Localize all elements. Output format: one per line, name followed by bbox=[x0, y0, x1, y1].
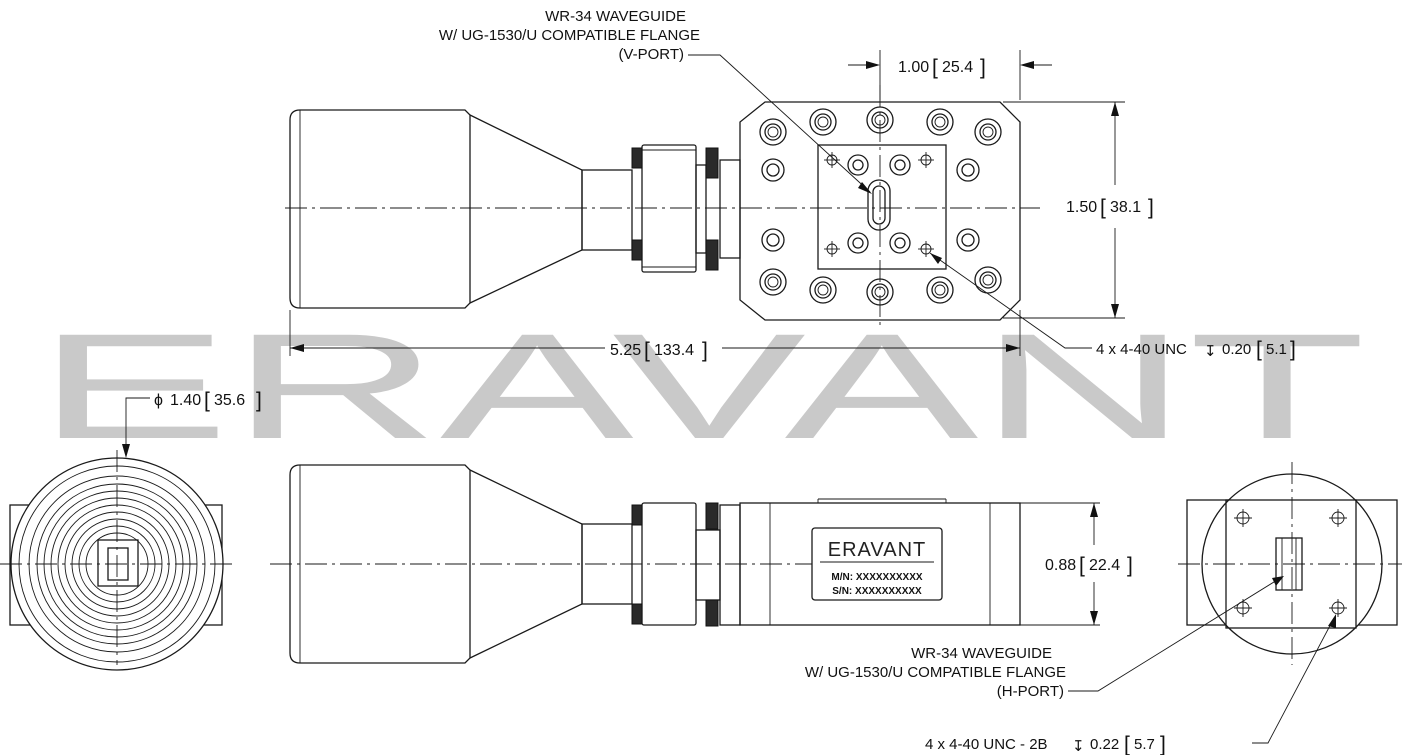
label-brand: ERAVANT bbox=[828, 539, 927, 561]
svg-text:5.25: 5.25 bbox=[610, 342, 641, 359]
svg-text:133.4: 133.4 bbox=[654, 342, 694, 359]
product-label-plate: ERAVANT M/N: XXXXXXXXXX S/N: XXXXXXXXXX bbox=[811, 527, 943, 601]
svg-text:]: ] bbox=[980, 56, 986, 79]
svg-text:5.7: 5.7 bbox=[1134, 736, 1155, 753]
dimension-flange-height: 1.50 [ 38.1 ] bbox=[1003, 101, 1154, 319]
svg-text:]: ] bbox=[1127, 554, 1133, 577]
svg-text:38.1: 38.1 bbox=[1110, 199, 1141, 216]
svg-text:(V-PORT): (V-PORT) bbox=[618, 46, 684, 63]
label-model: M/N: XXXXXXXXXX bbox=[831, 572, 922, 583]
waveguide-flange-plate bbox=[739, 101, 1021, 321]
screw-head bbox=[631, 147, 643, 169]
svg-text:[: [ bbox=[204, 389, 210, 412]
svg-text:]: ] bbox=[1290, 338, 1296, 361]
svg-text:(H-PORT): (H-PORT) bbox=[997, 683, 1064, 700]
dimension-body-height: 0.88 [ 22.4 ] bbox=[1020, 502, 1133, 626]
svg-text:[: [ bbox=[1124, 733, 1130, 755]
svg-text:[: [ bbox=[1256, 338, 1262, 361]
tapped-holes-callout-top: 4 x 4-40 UNC ↧ 0.20 [ 5.1 ] bbox=[929, 252, 1296, 361]
dimension-flange-spacing: 1.00 [ 25.4 ] bbox=[848, 50, 1052, 100]
side-view: ERAVANT M/N: XXXXXXXXXX S/N: XXXXXXXXXX bbox=[270, 464, 1021, 664]
svg-text:0.88: 0.88 bbox=[1045, 557, 1076, 574]
svg-text:4 x 4-40 UNC: 4 x 4-40 UNC bbox=[1096, 341, 1187, 358]
dimension-overall-length: 5.25 [ 133.4 ] bbox=[289, 310, 1021, 362]
svg-text:[: [ bbox=[644, 339, 650, 362]
screw-head bbox=[705, 147, 719, 179]
ug-flange-square bbox=[817, 144, 947, 270]
svg-text:22.4: 22.4 bbox=[1089, 557, 1120, 574]
svg-text:WR-34 WAVEGUIDE: WR-34 WAVEGUIDE bbox=[545, 8, 686, 25]
svg-text:↧: ↧ bbox=[1072, 738, 1085, 755]
svg-text:W/ UG-1530/U COMPATIBLE FLANGE: W/ UG-1530/U COMPATIBLE FLANGE bbox=[439, 27, 700, 44]
flange-bolts bbox=[759, 106, 1002, 306]
svg-text:1.00: 1.00 bbox=[898, 59, 929, 76]
svg-text:[: [ bbox=[1079, 554, 1085, 577]
end-view-horn bbox=[0, 450, 232, 671]
svg-text:↧: ↧ bbox=[1204, 343, 1217, 360]
horn-body bbox=[289, 109, 471, 309]
svg-text:]: ] bbox=[1160, 733, 1166, 755]
tapped-holes bbox=[824, 152, 934, 257]
end-view-flange bbox=[1178, 462, 1402, 665]
svg-text:25.4: 25.4 bbox=[942, 59, 973, 76]
screw-head bbox=[631, 239, 643, 261]
svg-text:0.22: 0.22 bbox=[1090, 736, 1119, 753]
svg-text:[: [ bbox=[1100, 196, 1106, 219]
horn-taper bbox=[469, 114, 583, 304]
svg-text:0.20: 0.20 bbox=[1222, 341, 1251, 358]
eravant-watermark: ERAVANT bbox=[36, 302, 1366, 470]
v-port-callout: WR-34 WAVEGUIDE W/ UG-1530/U COMPATIBLE … bbox=[439, 8, 872, 194]
svg-text:4 x 4-40 UNC - 2B: 4 x 4-40 UNC - 2B bbox=[925, 736, 1048, 753]
v-port-aperture bbox=[867, 179, 891, 231]
svg-text:]: ] bbox=[256, 389, 262, 412]
svg-text:ϕ: ϕ bbox=[154, 392, 163, 409]
horn-neck bbox=[581, 169, 633, 251]
svg-text:WR-34 WAVEGUIDE: WR-34 WAVEGUIDE bbox=[911, 645, 1052, 662]
joint-flange bbox=[641, 144, 697, 273]
svg-text:W/ UG-1530/U COMPATIBLE FLANGE: W/ UG-1530/U COMPATIBLE FLANGE bbox=[805, 664, 1066, 681]
svg-text:[: [ bbox=[932, 56, 938, 79]
label-serial: S/N: XXXXXXXXXX bbox=[832, 586, 922, 597]
svg-text:1.50: 1.50 bbox=[1066, 199, 1097, 216]
svg-text:]: ] bbox=[1148, 196, 1154, 219]
top-view bbox=[285, 85, 1040, 330]
tapped-holes-callout-right: 4 x 4-40 UNC - 2B ↧ 0.22 [ 5.7 ] bbox=[925, 614, 1336, 755]
h-port-callout: WR-34 WAVEGUIDE W/ UG-1530/U COMPATIBLE … bbox=[805, 576, 1284, 700]
svg-text:5.1: 5.1 bbox=[1266, 341, 1287, 358]
svg-text:35.6: 35.6 bbox=[214, 392, 245, 409]
screw-head bbox=[705, 239, 719, 271]
dimension-horn-diameter: ϕ 1.40 [ 35.6 ] bbox=[122, 389, 262, 458]
svg-text:]: ] bbox=[702, 339, 708, 362]
svg-text:1.40: 1.40 bbox=[170, 392, 201, 409]
